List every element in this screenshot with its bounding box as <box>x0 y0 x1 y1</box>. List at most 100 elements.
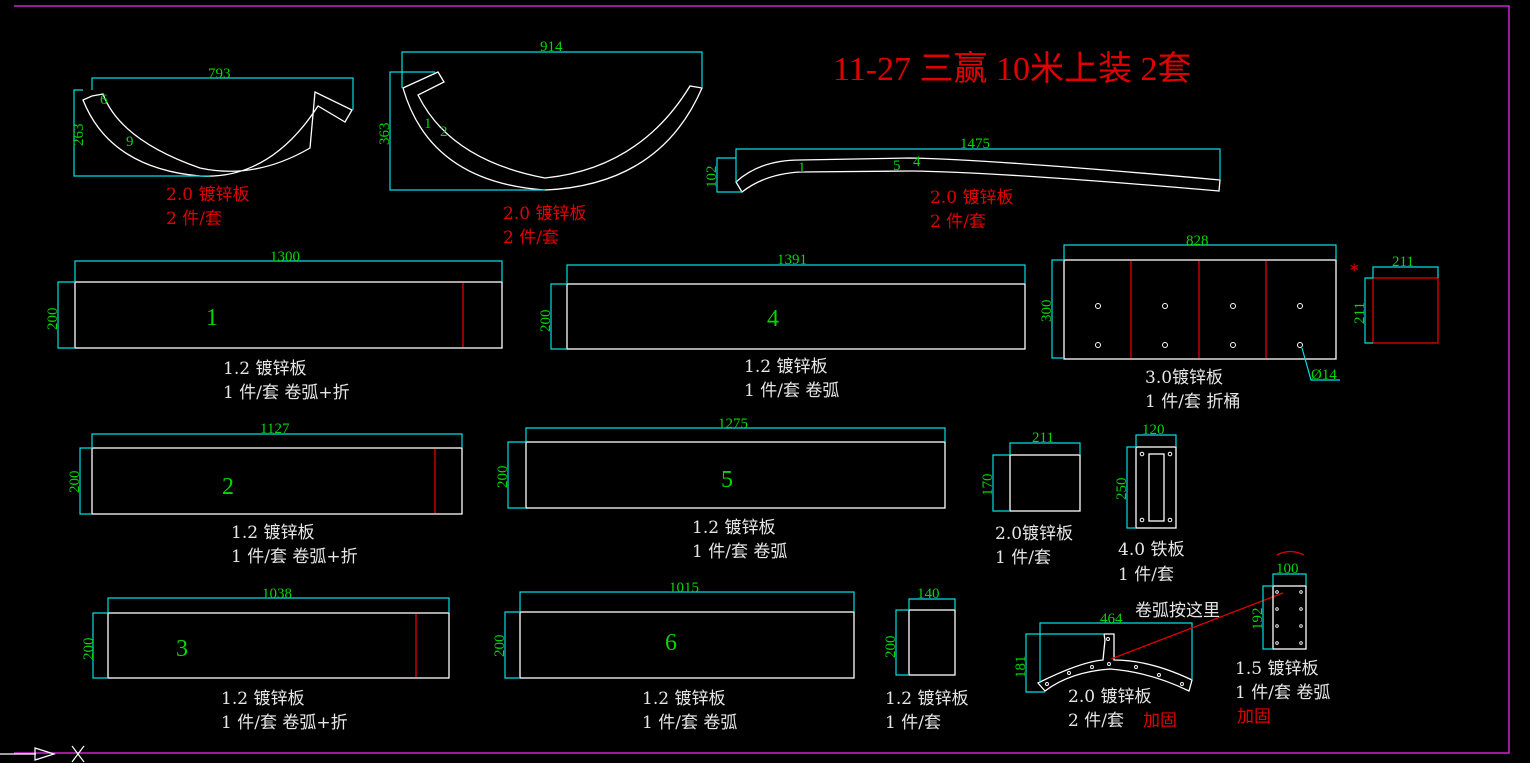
part-1[interactable]: 1300 200 1 1.2 镀锌板 1 件/套 卷弧+折 <box>45 249 503 403</box>
dimension-line <box>79 433 463 515</box>
parts-p4-width: 1391 <box>777 252 807 268</box>
dimension-line <box>1126 434 1177 529</box>
parts-p4-height: 200 <box>538 310 554 333</box>
parts-p100-mat: 1.5 镀锌板 <box>1235 659 1318 679</box>
part-outline <box>1067 671 1071 675</box>
parts-strip-mat: 2.0 镀锌板 <box>930 188 1013 208</box>
part-outline <box>1009 454 1081 512</box>
parts-plate211-qty: 1 件/套 <box>995 548 1051 568</box>
part-outline <box>1095 303 1101 309</box>
part-4[interactable]: 1391 200 4 1.2 镀锌板 1 件/套 卷弧 <box>538 252 1026 401</box>
part-outline <box>1162 303 1168 309</box>
part-strip-1475[interactable]: 1475 102 1 5 4 2.0 镀锌板 2 件/套 <box>704 136 1221 232</box>
parts-brace-width: 464 <box>1100 611 1123 627</box>
parts-arc2-mat: 2.0 镀锌板 <box>503 204 586 224</box>
part-box-828[interactable]: 828 300 Ø14 3.0镀锌板 1 件/套 折桶 <box>1039 233 1340 412</box>
bend-line <box>1110 592 1284 660</box>
bend-line <box>1276 550 1305 556</box>
dimension-line <box>73 77 354 177</box>
part-plate-100[interactable]: 100 192 1.5 镀锌板 1 件/套 卷弧 加固 <box>1235 550 1330 728</box>
part-outline <box>1134 665 1138 669</box>
parts-p3-qty: 1 件/套 卷弧+折 <box>221 713 348 733</box>
drawing-title: 11-27 三赢 10米上装 2套 <box>833 50 1192 88</box>
parts-p6-qty: 1 件/套 卷弧 <box>642 713 737 733</box>
dimension-line <box>389 51 703 191</box>
parts-p4-mat: 1.2 镀锌板 <box>744 357 827 377</box>
parts-p6-width: 1015 <box>669 580 699 596</box>
parts-iron-height: 250 <box>1114 478 1130 501</box>
part-outline <box>82 91 353 177</box>
part-outline <box>1275 641 1279 645</box>
parts-p1-qty: 1 件/套 卷弧+折 <box>223 383 350 403</box>
dimension-line <box>504 591 855 679</box>
part-outline <box>1275 590 1279 594</box>
parts-arc1-marks-1: 9 <box>126 134 134 150</box>
part-arc-914[interactable]: 914 363 1 2 2.0 镀锌板 2 件/套 <box>377 39 703 248</box>
part-brace-464[interactable]: 464 181 卷弧按这里 2.0 镀锌板 2 件/套 加固 <box>1013 592 1284 731</box>
part-outline <box>1299 624 1303 628</box>
parts-p100-note: 加固 <box>1237 707 1271 727</box>
part-outline <box>1230 342 1236 348</box>
part-outline <box>1180 682 1184 686</box>
part-6[interactable]: 1015 200 6 1.2 镀锌板 1 件/套 卷弧 <box>492 580 855 733</box>
parts-p140-width: 140 <box>917 586 940 602</box>
part-outline <box>1275 607 1279 611</box>
parts-brace-height: 181 <box>1013 656 1029 679</box>
parts-p6-mat: 1.2 镀锌板 <box>642 689 725 709</box>
parts-box-height: 300 <box>1039 300 1055 323</box>
parts-box-qty: 1 件/套 折桶 <box>1145 392 1240 412</box>
part-outline <box>1139 451 1145 457</box>
parts-plate211-width: 211 <box>1032 430 1054 446</box>
ucs-icon <box>0 745 85 763</box>
parts-brace-qty: 2 件/套 <box>1068 711 1124 731</box>
dimension-line <box>895 598 956 676</box>
parts-sq-height: 211 <box>1352 302 1368 324</box>
part-plate-211[interactable]: 211 170 2.0镀锌板 1 件/套 <box>980 430 1081 568</box>
part-outline <box>1095 342 1101 348</box>
part-outline <box>71 745 85 763</box>
parts-roll_note: 卷弧按这里 <box>1135 601 1220 621</box>
part-outline <box>74 281 503 349</box>
part-iron-plate[interactable]: 120 250 4.0 铁板 1 件/套 <box>1114 422 1184 585</box>
parts-p5-width: 1275 <box>718 416 748 432</box>
parts-arc1-height: 263 <box>71 124 87 147</box>
part-outline <box>525 441 946 509</box>
parts-p100-height: 192 <box>1250 608 1266 631</box>
parts-p3-mat: 1.2 镀锌板 <box>221 689 304 709</box>
parts-p2-width: 1127 <box>260 421 290 437</box>
part-outline <box>1107 662 1111 666</box>
parts-iron-qty: 1 件/套 <box>1118 565 1174 585</box>
part-3[interactable]: 1038 200 3 1.2 镀锌板 1 件/套 卷弧+折 <box>81 586 450 733</box>
parts-sq-width: 211 <box>1392 254 1414 270</box>
parts-p100-width: 100 <box>1276 561 1299 577</box>
parts-p5-qty: 1 件/套 卷弧 <box>692 542 787 562</box>
dimension-line <box>57 260 503 349</box>
part-5[interactable]: 1275 200 5 1.2 镀锌板 1 件/套 卷弧 <box>495 416 946 562</box>
part-arc-793[interactable]: 793 263 6 9 2.0 镀锌板 2 件/套 <box>71 66 354 229</box>
part-square-211[interactable]: * 211 211 <box>1350 254 1439 344</box>
dimension-line <box>92 597 450 679</box>
parts-iron-width: 120 <box>1142 422 1165 438</box>
part-plate-140[interactable]: 140 200 1.2 镀锌板 1 件/套 <box>883 586 968 733</box>
dimension-line <box>1051 244 1340 381</box>
parts-p140-mat: 1.2 镀锌板 <box>885 689 968 709</box>
part-2[interactable]: 1127 200 2 1.2 镀锌板 1 件/套 卷弧+折 <box>67 421 463 567</box>
parts-strip-marks-2: 4 <box>913 154 921 170</box>
parts-arc1-mat: 2.0 镀锌板 <box>166 185 249 205</box>
parts-strip-marks-0: 1 <box>798 160 806 176</box>
parts-p5-height: 200 <box>495 466 511 489</box>
part-outline <box>1299 641 1303 645</box>
dimension-line <box>1364 266 1439 344</box>
part-outline <box>1148 453 1165 522</box>
drawing-frame <box>14 5 1510 754</box>
dimension-line <box>992 442 1081 512</box>
parts-brace-note: 加固 <box>1143 711 1177 731</box>
part-outline <box>908 609 956 676</box>
part-outline <box>1135 446 1177 529</box>
parts-arc2-qty: 2 件/套 <box>503 228 559 248</box>
parts-p3-width: 1038 <box>262 586 292 602</box>
parts-p3-num: 3 <box>176 636 188 662</box>
part-outline <box>1139 517 1145 523</box>
parts-p2-height: 200 <box>67 471 83 494</box>
